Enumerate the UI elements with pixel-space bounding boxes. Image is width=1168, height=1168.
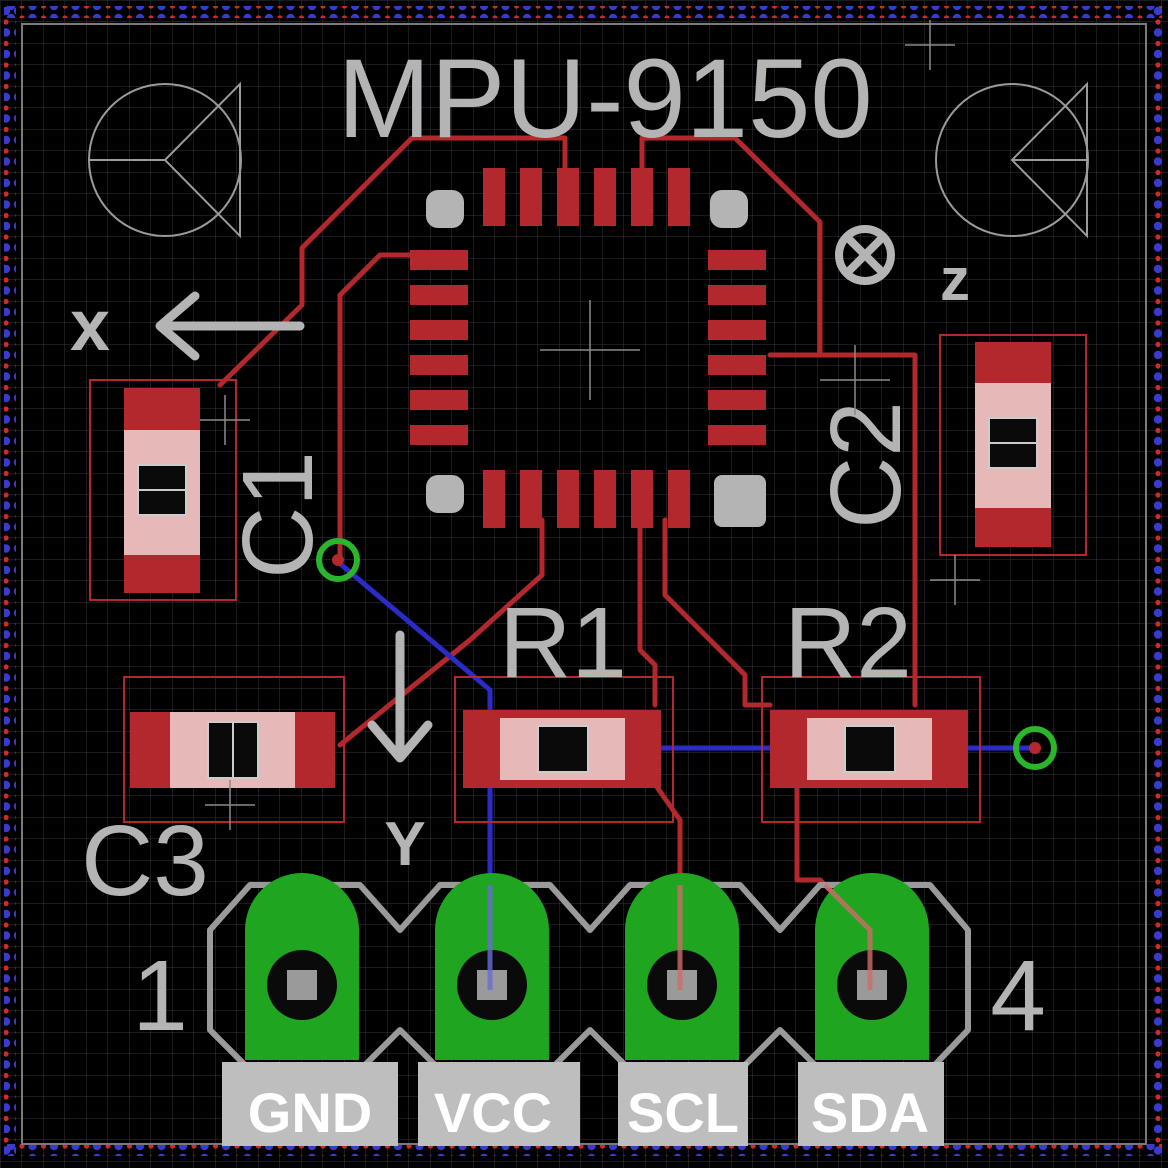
- pin-label-gnd: GND: [222, 1062, 398, 1146]
- c2-label: C2: [810, 401, 922, 529]
- via-right[interactable]: [1013, 726, 1057, 770]
- svg-text:GND: GND: [248, 1081, 372, 1144]
- mount-marker-left: [88, 81, 242, 239]
- board-outline: [4, 6, 1164, 1156]
- r1-footprint: [454, 676, 674, 823]
- r2-label: R2: [784, 587, 912, 699]
- pin-label-sda: SDA: [798, 1062, 944, 1146]
- origin-crosses: [200, 20, 980, 830]
- chip-corner-pads: [426, 190, 766, 527]
- z-axis-label: z: [940, 246, 970, 313]
- c3-footprint: [123, 676, 345, 823]
- svg-text:SDA: SDA: [811, 1081, 929, 1144]
- pin-label-scl: SCL: [618, 1062, 748, 1146]
- chip-center-cross: [540, 300, 640, 400]
- via-left[interactable]: [316, 538, 360, 582]
- chip-pads-right: [708, 250, 766, 445]
- svg-text:VCC: VCC: [434, 1081, 552, 1144]
- y-axis-arrow-icon: [367, 630, 433, 763]
- board-title: MPU-9150: [337, 36, 872, 161]
- chip-pads-bottom: [483, 470, 690, 528]
- r2-footprint: [761, 676, 981, 823]
- pin1-number: 1: [132, 940, 188, 1052]
- c3-label: C3: [81, 805, 209, 917]
- c1-footprint: [89, 379, 237, 601]
- chip-pads-left: [410, 250, 468, 445]
- c1-label: C1: [222, 451, 334, 579]
- chip-pads-top: [483, 168, 690, 226]
- header-trace-overlay: [487, 883, 873, 990]
- x-axis-arrow-icon: [155, 291, 305, 361]
- x-axis-label: x: [70, 286, 110, 366]
- pin4-number: 4: [990, 940, 1046, 1052]
- y-axis-label: Y: [384, 810, 425, 879]
- pin-label-vcc: VCC: [418, 1062, 580, 1146]
- z-axis-into-page-icon: [835, 225, 895, 285]
- c2-footprint: [939, 334, 1087, 556]
- mpu-chip: [410, 168, 766, 528]
- r1-label: R1: [499, 587, 627, 699]
- mount-marker-right: [935, 81, 1089, 239]
- svg-text:SCL: SCL: [627, 1081, 739, 1144]
- header-pin-1-gnd[interactable]: [245, 873, 359, 1060]
